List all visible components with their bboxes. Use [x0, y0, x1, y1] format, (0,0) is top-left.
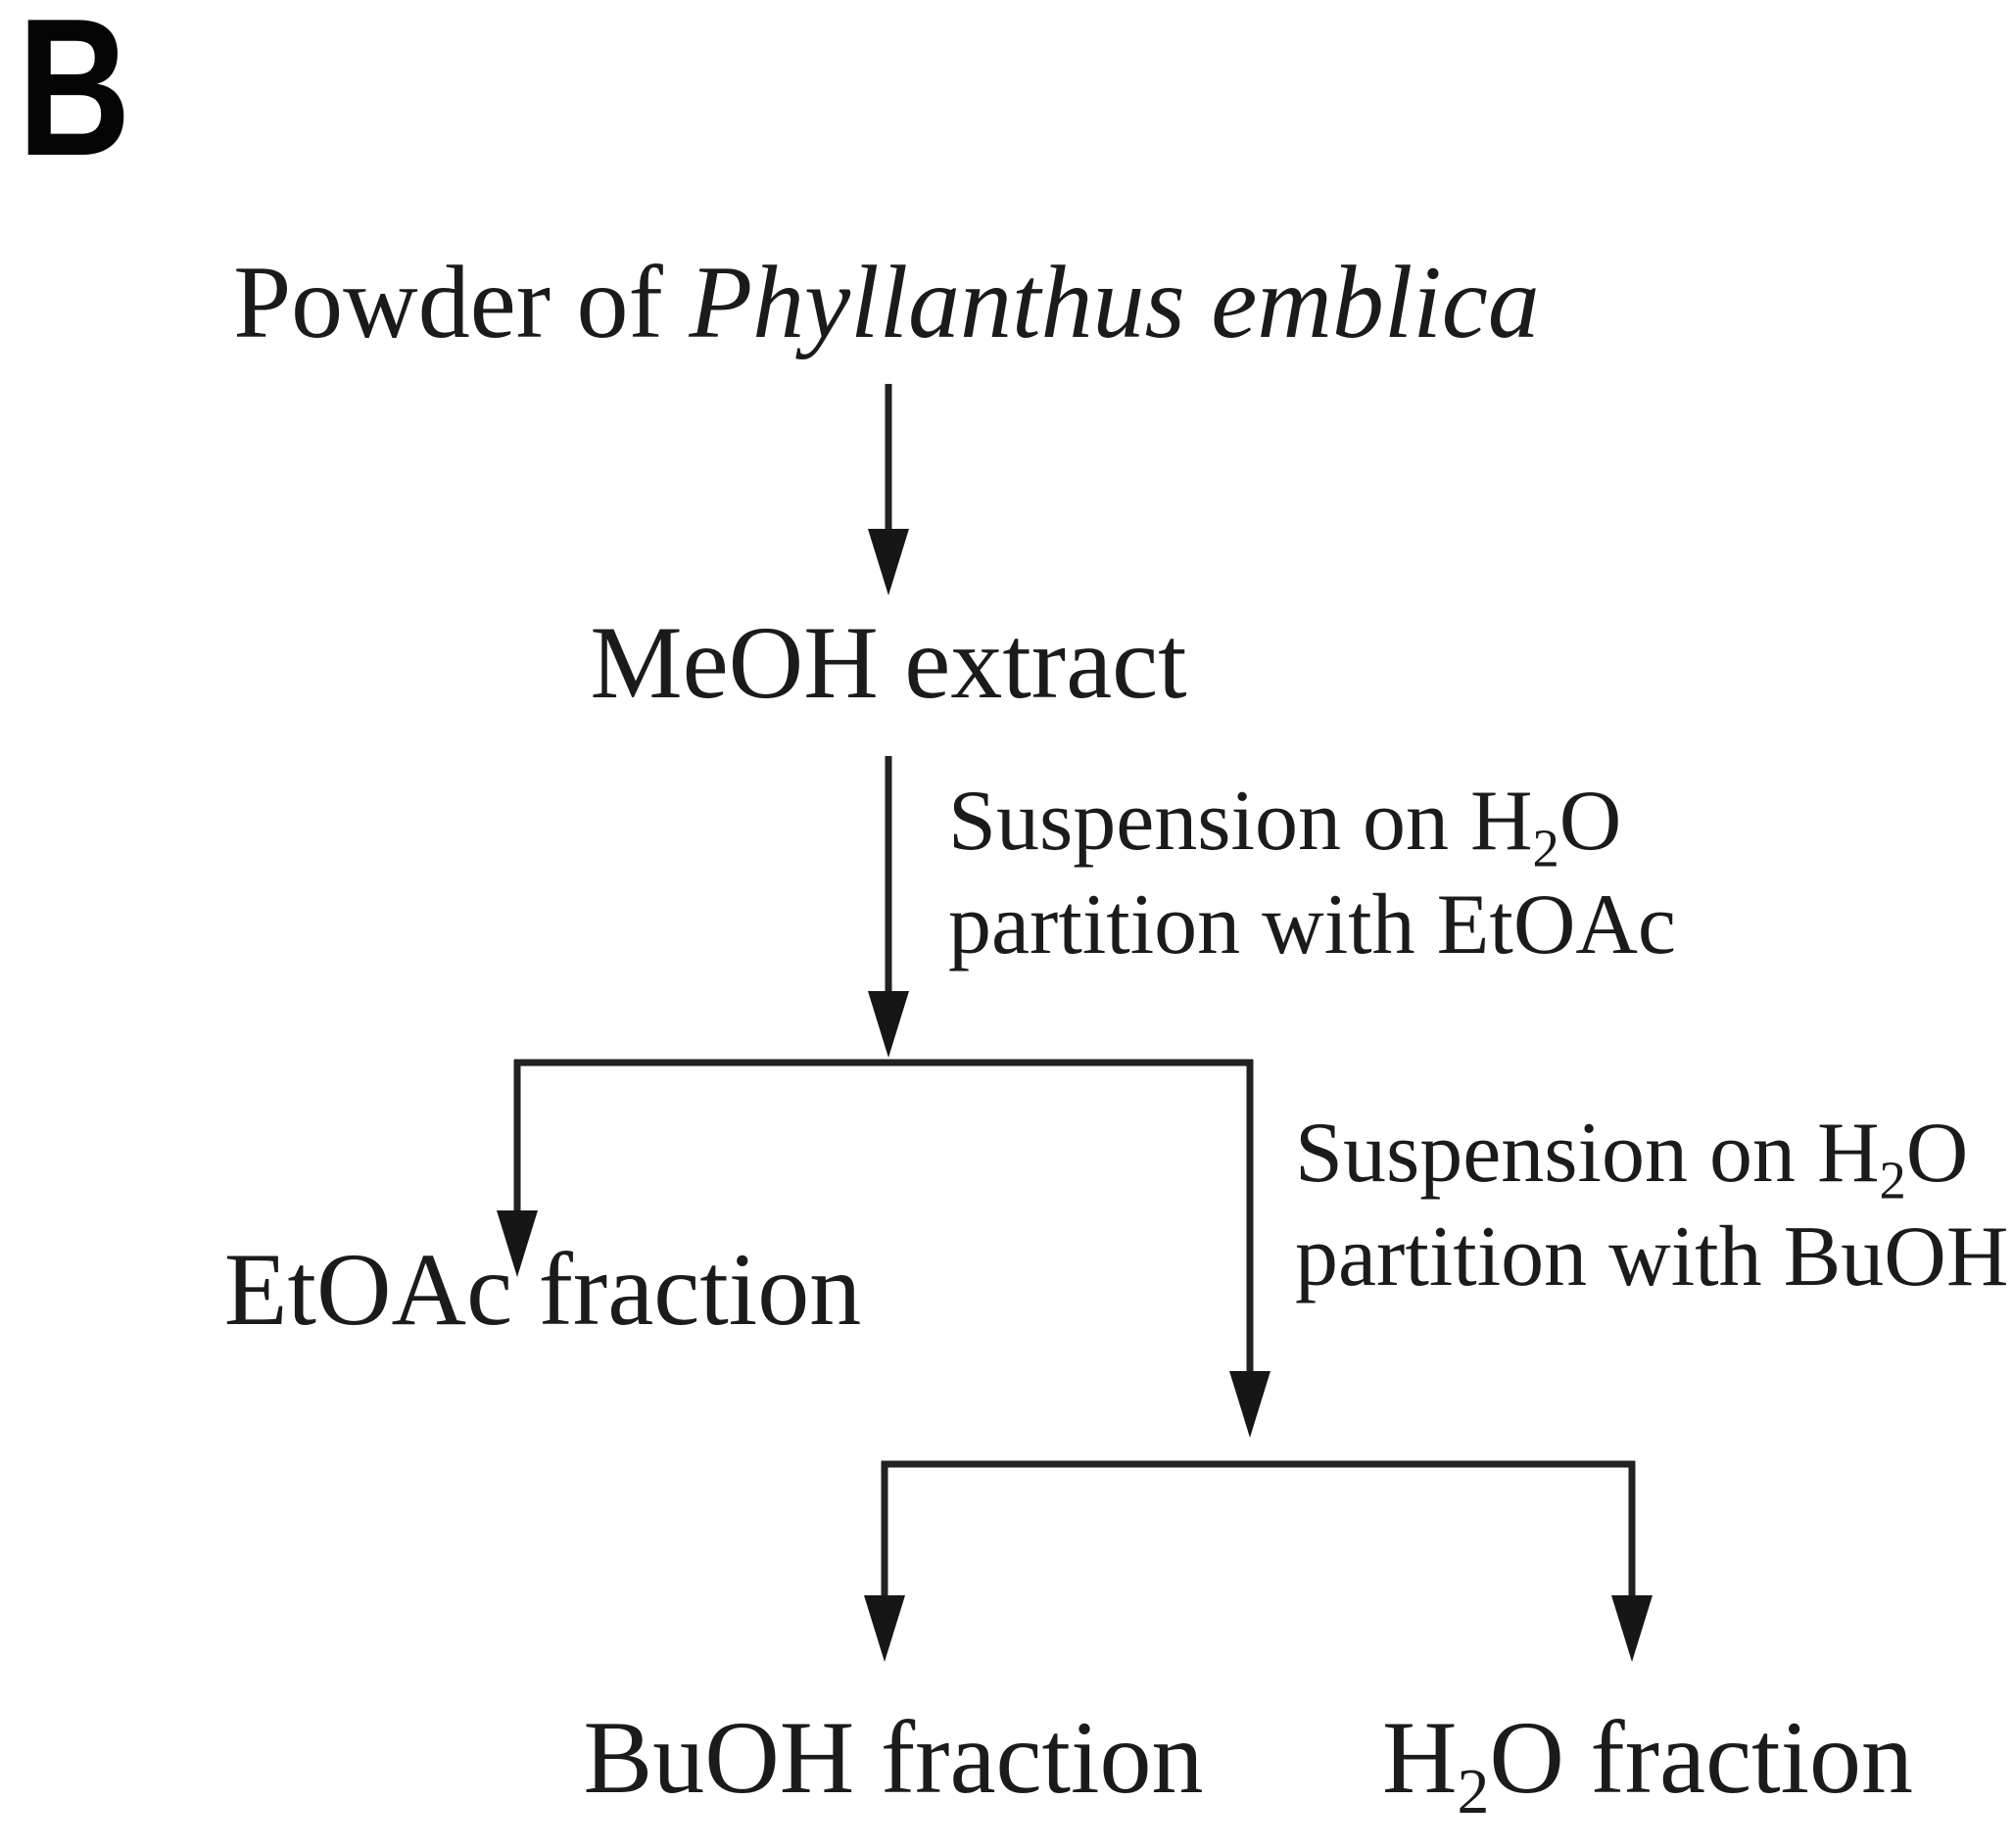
arrowhead-icon	[1229, 1371, 1270, 1438]
arrowhead-icon	[868, 529, 909, 595]
panel-label: B	[18, 0, 131, 197]
node-h2o-fraction: H2O fraction	[1381, 1700, 1914, 1824]
arrowhead-icon	[868, 991, 909, 1058]
buoh-partition-line1-end: O	[1905, 1106, 1969, 1201]
node-etoac-fraction: EtOAc fraction	[223, 1232, 862, 1347]
arrow-branch-to-h2o-fraction	[1611, 1461, 1653, 1662]
label-buoh-partition-step: Suspension on H2O partition with BuOH	[1295, 1102, 2008, 1308]
label-etoac-partition-step: Suspension on H2O partition with EtOAc	[948, 770, 1676, 976]
subscript-two: 2	[1879, 1150, 1906, 1210]
etoac-partition-line1: Suspension on H2O	[948, 770, 1676, 878]
buoh-partition-line2: partition with BuOH	[1295, 1208, 2009, 1304]
node-buoh-fraction: BuOH fraction	[583, 1700, 1204, 1815]
subscript-two: 2	[1532, 818, 1559, 878]
etoac-partition-line2: partition with EtOAc	[948, 877, 1676, 972]
node-meoh-extract: MeOH extract	[590, 605, 1187, 720]
arrowhead-icon	[497, 1210, 538, 1277]
arrow-branch-to-etoac-fraction	[497, 1060, 538, 1277]
species-name: Phyllanthus emblica	[689, 245, 1540, 359]
arrow-powder-to-meoh	[868, 384, 909, 595]
arrowhead-icon	[1611, 1595, 1653, 1662]
buoh-partition-line1: Suspension on H2O	[1295, 1102, 2008, 1210]
etoac-partition-line1-text: Suspension on H	[948, 774, 1533, 869]
node-powder-source: Powder of Phyllanthus emblica	[233, 245, 1540, 359]
arrow-meoh-to-etoac-branch	[868, 756, 909, 1058]
h2o-fraction-post: O fraction	[1489, 1700, 1914, 1815]
arrowhead-icon	[864, 1595, 905, 1662]
subscript-two: 2	[1457, 1756, 1490, 1828]
arrow-branch-to-buoh-partition	[1229, 1060, 1270, 1438]
etoac-partition-line1-end: O	[1558, 774, 1622, 869]
h2o-fraction-pre: H	[1381, 1700, 1458, 1815]
buoh-partition-line1-text: Suspension on H	[1295, 1106, 1880, 1201]
arrow-branch-to-buoh-fraction	[864, 1461, 905, 1662]
powder-source-prefix: Powder of	[233, 245, 690, 359]
